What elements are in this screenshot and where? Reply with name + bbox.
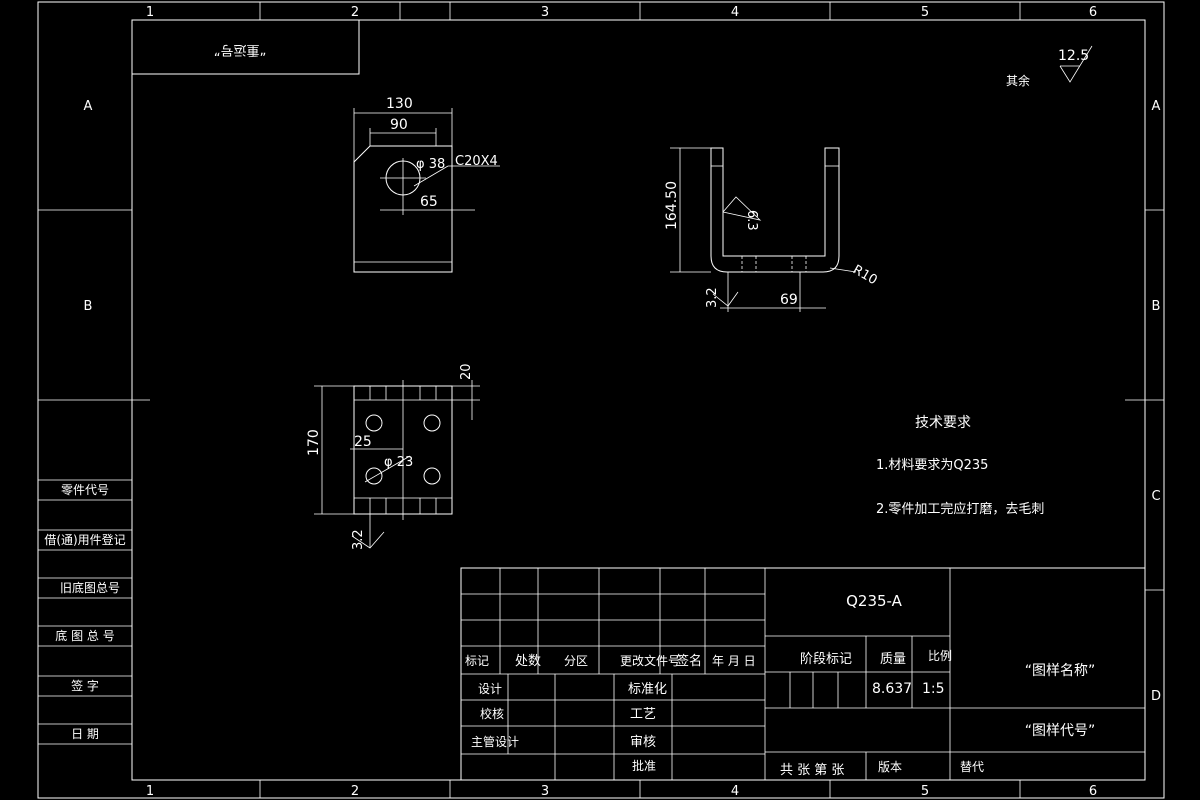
left-column-table: 零件代号 借(通)用件登记 旧底图总号 底 图 总 号 签 字 日 期	[38, 479, 132, 745]
dim-130: 130	[386, 96, 413, 112]
dim-25: 25	[354, 434, 372, 450]
col-label: 3	[541, 5, 549, 20]
dim-170: 170	[306, 429, 322, 456]
row-ticks	[38, 209, 1164, 591]
row-label: B	[1152, 299, 1161, 314]
mass-value: 8.637	[872, 681, 912, 697]
col-label: 1	[146, 5, 154, 20]
dim-rough-3-2: 3.2	[705, 287, 720, 308]
roughness-value: 12.5	[1058, 48, 1089, 64]
dim-20: 20	[459, 363, 474, 380]
role-cell: 标准化	[628, 682, 667, 697]
row-label: A	[84, 99, 93, 114]
dim-hole-38: φ 38	[416, 157, 445, 172]
col-label: 6	[1089, 784, 1097, 799]
dim-r10: R10	[850, 262, 880, 288]
corner-label-box	[131, 19, 360, 75]
technical-requirements: 技术要求 1.材料要求为Q235 2.零件加工完应打磨，去毛刺	[876, 415, 1044, 517]
col-label: 2	[351, 5, 359, 20]
role-cell: 批准	[632, 758, 656, 773]
header-cell: 处数	[515, 654, 541, 669]
column-ticks	[259, 2, 1021, 798]
row-labels-left: A B	[84, 99, 93, 314]
left-cell: 旧底图总号	[60, 580, 120, 595]
material: Q235-A	[846, 592, 903, 610]
col-labels-top: 1 2 3 4 5 6	[146, 5, 1097, 20]
left-cell: 日 期	[71, 727, 99, 741]
title-block: Q235-A 标记 处数 分区 更改文件号 签名 年 月 日 设计 校核 主管设…	[460, 567, 1146, 781]
version-label: 版本	[878, 760, 902, 774]
view-front: 164.50 6.3 R10 3.2 69	[664, 147, 880, 312]
outer-border	[37, 1, 1165, 799]
roughness-note: 其余	[1006, 73, 1030, 88]
dim-90: 90	[390, 117, 408, 133]
header-cell: 更改文件号	[620, 653, 680, 668]
dim-65: 65	[420, 194, 438, 210]
row-labels-right: A B C D	[1151, 99, 1161, 704]
dim-hole-23: φ 23	[384, 455, 413, 470]
header-cell: 标记	[465, 654, 489, 668]
col-label: 5	[921, 5, 929, 20]
row-label: C	[1151, 489, 1160, 504]
col-label: 2	[351, 784, 359, 799]
col-label: 4	[731, 784, 739, 799]
col-label: 6	[1089, 5, 1097, 20]
left-cell: 底 图 总 号	[55, 628, 114, 643]
role-cell: 审核	[630, 735, 656, 750]
view-top: 130 90 φ 38 C20X4 65	[353, 96, 500, 273]
header-cell: 分区	[564, 654, 588, 668]
col-label: 3	[541, 784, 549, 799]
row-label: D	[1151, 689, 1161, 704]
col-label: 5	[921, 784, 929, 799]
role-cell: 主管设计	[471, 734, 519, 749]
role-cell: 设计	[478, 682, 502, 696]
dim-rough-3-2: 3.2	[351, 529, 366, 550]
header-cell: 签名	[676, 653, 702, 669]
sheets-label: 共 张 第 张	[780, 763, 844, 778]
tech-req-title: 技术要求	[915, 415, 971, 431]
left-cell: 签 字	[71, 678, 99, 693]
dim-chamfer: C20X4	[455, 154, 498, 169]
mass-label: 质量	[880, 652, 906, 667]
drawing-name: “图样名称”	[1025, 663, 1096, 679]
role-cell: 工艺	[630, 707, 656, 722]
header-cell: 年 月 日	[712, 654, 756, 668]
roughness-symbol: 12.5 其余	[1006, 45, 1093, 88]
replace-label: 替代	[960, 760, 984, 774]
scale-value: 1:5	[922, 681, 945, 697]
col-label: 4	[731, 5, 739, 20]
col-label: 1	[146, 784, 154, 799]
view-bottom: 20 170 25 φ 23 3.2	[306, 363, 480, 550]
dim-rough-6-3: 6.3	[744, 210, 759, 231]
tech-req-item: 2.零件加工完应打磨，去毛刺	[876, 501, 1044, 517]
drawing-code: “图样代号”	[1025, 723, 1096, 739]
row-label: B	[84, 299, 93, 314]
stage-label: 阶段标记	[800, 652, 852, 667]
corner-label: “重运号”	[214, 42, 266, 58]
role-cell: 校核	[480, 706, 504, 721]
row-label: A	[1152, 99, 1161, 114]
left-cell: 零件代号	[61, 483, 109, 497]
scale-label: 比例	[928, 649, 952, 663]
dim-164: 164.50	[664, 181, 680, 230]
dim-69: 69	[780, 292, 798, 308]
col-labels-bottom: 1 2 3 4 5 6	[146, 784, 1097, 799]
left-cell: 借(通)用件登记	[44, 532, 125, 547]
tech-req-item: 1.材料要求为Q235	[876, 458, 988, 473]
